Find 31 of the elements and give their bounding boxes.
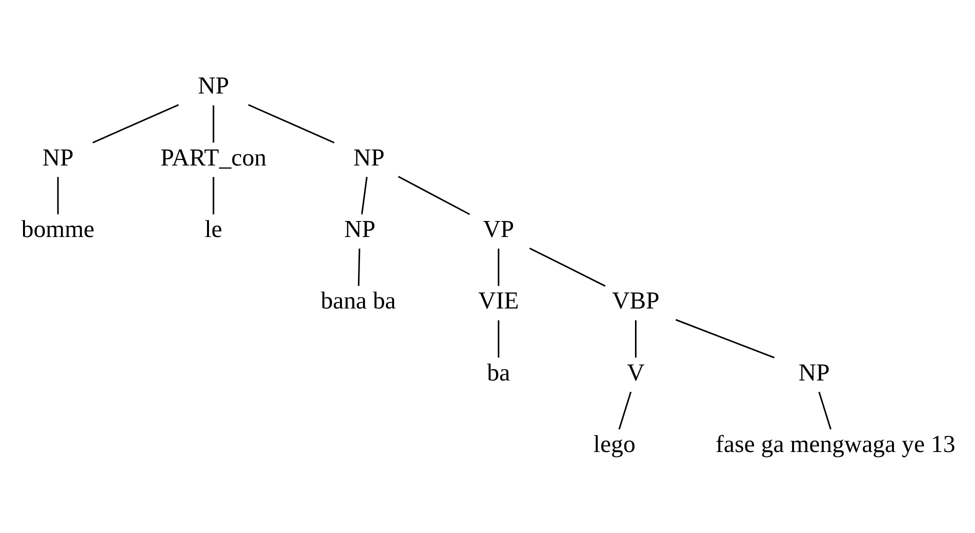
node-text: NP: [42, 144, 74, 171]
connector: [248, 104, 334, 143]
connector: [618, 391, 632, 429]
node-text: NP: [798, 358, 830, 386]
node-text: bomme: [21, 215, 95, 242]
node-text: fase ga mengwaga ye 13: [716, 430, 956, 458]
node-text: le: [204, 215, 222, 242]
node-text: NP: [198, 72, 230, 100]
connector: [358, 248, 360, 286]
node-text: ba: [487, 358, 510, 386]
node-text: VIE: [478, 287, 519, 314]
node-text: V: [626, 358, 645, 386]
node-text: lego: [593, 430, 636, 458]
node-text: NP: [344, 215, 376, 242]
node-text: NP: [353, 144, 385, 171]
node-text: bana ba: [320, 287, 396, 314]
node-text: VP: [482, 215, 514, 242]
node-text: VBP: [612, 287, 660, 314]
connector: [818, 391, 832, 429]
connector: [212, 104, 214, 142]
connector: [212, 176, 214, 214]
connector: [529, 247, 606, 286]
connector: [398, 175, 470, 215]
connector: [498, 320, 500, 358]
connector: [676, 318, 774, 358]
connector: [498, 248, 500, 286]
connector: [92, 104, 179, 143]
connector: [57, 176, 59, 214]
connector: [361, 176, 368, 214]
connector: [635, 320, 637, 358]
node-text: PART_con: [160, 144, 266, 171]
